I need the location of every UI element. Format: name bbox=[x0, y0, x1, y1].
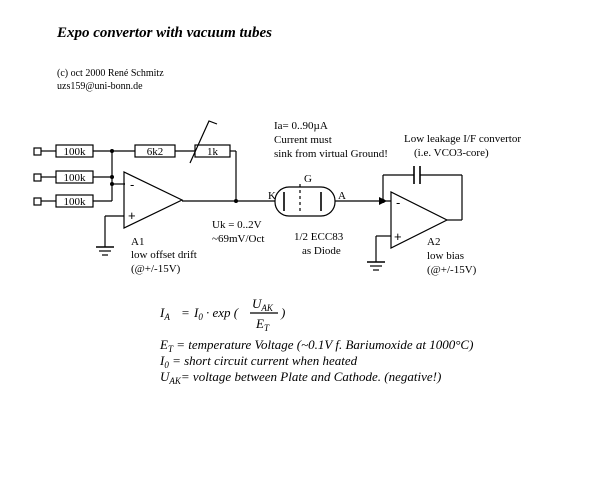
legend-et-subscript: T bbox=[168, 344, 174, 354]
opamp-a2 bbox=[390, 191, 449, 249]
eq-exp: · exp ( bbox=[206, 305, 239, 320]
svg-text:IA: IA bbox=[159, 305, 170, 322]
eq-close-paren: ) bbox=[280, 305, 285, 320]
page-title: Expo convertor with vacuum tubes bbox=[56, 25, 272, 41]
convertor-note-line2: (i.e. VCO3-core) bbox=[414, 147, 489, 159]
legend-uak-text: = voltage between Plate and Cathode. (ne… bbox=[181, 369, 441, 384]
junction-dot bbox=[110, 149, 114, 153]
resistor-r3-label: 100k bbox=[64, 196, 87, 208]
junction-dot bbox=[381, 199, 385, 203]
uk-range: Uk = 0..2V bbox=[212, 219, 262, 231]
junction-dot bbox=[110, 175, 114, 179]
legend-uak-subscript: AK bbox=[168, 376, 181, 386]
input-terminal-2 bbox=[33, 173, 42, 182]
eq-i0-symbol: I bbox=[193, 305, 199, 320]
opamp-a1-name: A1 bbox=[131, 236, 144, 248]
opamp-a2-desc1: low bias bbox=[427, 250, 464, 262]
opamp-a2-plus: + bbox=[394, 229, 402, 244]
resistor-r1-label: 100k bbox=[64, 146, 87, 158]
tube-cathode-label: K bbox=[268, 190, 276, 202]
eq-equals: = bbox=[181, 305, 190, 320]
opamp-a2-name: A2 bbox=[427, 236, 440, 248]
uk-slope: ~69mV/Oct bbox=[212, 233, 264, 245]
input-terminal-1 bbox=[33, 147, 42, 156]
opamp-a1 bbox=[123, 171, 184, 229]
credit-line-2: uzs159@uni-bonn.de bbox=[57, 81, 143, 92]
ia-note-line3: sink from virtual Ground! bbox=[274, 148, 388, 160]
svg-text:UAK: UAK bbox=[252, 296, 274, 313]
legend-i0-symbol: I bbox=[159, 353, 165, 368]
resistor-r5-label: 1k bbox=[207, 146, 219, 158]
legend-et-text: = temperature Voltage (~0.1V f. Bariumox… bbox=[173, 337, 473, 352]
tube-grid-label: G bbox=[304, 173, 312, 185]
opamp-a2-desc2: (@+/-15V) bbox=[427, 264, 477, 276]
eq-i0-subscript: 0 bbox=[198, 312, 203, 322]
ia-range: Ia= 0..90µA bbox=[274, 120, 328, 132]
eq-lhs-subscript: A bbox=[163, 312, 170, 322]
tube-anode-label: A bbox=[338, 190, 346, 202]
svg-text:ET = temperature Voltage (~0.1: ET = temperature Voltage (~0.1V f. Bariu… bbox=[159, 337, 473, 354]
tube-type: 1/2 ECC83 bbox=[294, 231, 344, 243]
trimmer-wiper bbox=[189, 120, 218, 164]
legend-et-symbol: E bbox=[159, 337, 168, 352]
convertor-note-line1: Low leakage I/F convertor bbox=[404, 133, 521, 145]
tube-mode: as Diode bbox=[302, 245, 341, 257]
svg-text:ET: ET bbox=[255, 316, 270, 333]
credit-line-1: (c) oct 2000 René Schmitz bbox=[57, 68, 164, 79]
legend-uak-symbol: U bbox=[160, 369, 171, 384]
opamp-a2-minus: - bbox=[396, 195, 400, 210]
junction-dot bbox=[110, 182, 114, 186]
eq-lhs-symbol: I bbox=[159, 305, 165, 320]
eq-den-symbol: E bbox=[255, 316, 264, 331]
opamp-a1-desc2: (@+/-15V) bbox=[131, 263, 181, 275]
eq-num-symbol: U bbox=[252, 296, 263, 311]
opamp-a1-minus: - bbox=[130, 177, 134, 192]
legend-i0-subscript: 0 bbox=[164, 360, 169, 370]
input-terminal-3 bbox=[33, 197, 42, 206]
opamp-a1-plus: + bbox=[128, 208, 136, 223]
svg-text:I0 = short circuit current whe: I0 = short circuit current when heated bbox=[159, 353, 358, 370]
diode-equation: IA = I0 · exp ( UAK ET ) bbox=[159, 296, 285, 333]
resistor-r4-label: 6k2 bbox=[147, 146, 164, 158]
ia-note-line2: Current must bbox=[274, 134, 332, 146]
eq-num-subscript: AK bbox=[260, 303, 273, 313]
legend-i0-text: = short circuit current when heated bbox=[169, 353, 358, 368]
eq-den-subscript: T bbox=[264, 323, 270, 333]
svg-text:UAK= voltage between Plate and: UAK= voltage between Plate and Cathode. … bbox=[160, 369, 441, 386]
svg-text:I0: I0 bbox=[193, 305, 203, 322]
opamp-a1-desc1: low offset drift bbox=[131, 249, 197, 261]
resistor-r2-label: 100k bbox=[64, 172, 87, 184]
equation-legend: ET = temperature Voltage (~0.1V f. Bariu… bbox=[159, 337, 473, 386]
junction-dot bbox=[234, 199, 238, 203]
